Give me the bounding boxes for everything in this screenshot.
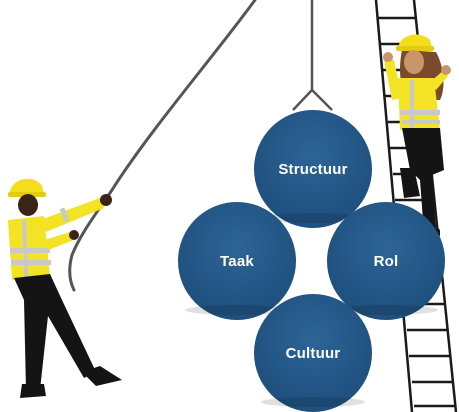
worker-pulling-rope-icon [8,178,122,398]
node-rol: Rol [327,202,445,320]
hook-icon [292,0,333,111]
node-taak: Taak [178,202,296,320]
node-label: Taak [220,252,254,270]
node-label: Rol [373,252,399,270]
rope-icon [68,0,257,292]
node-label: Cultuur [285,344,341,362]
node-cultuur: Cultuur [254,294,372,412]
node-structuur: Structuur [254,110,372,228]
node-label: Structuur [278,160,348,178]
